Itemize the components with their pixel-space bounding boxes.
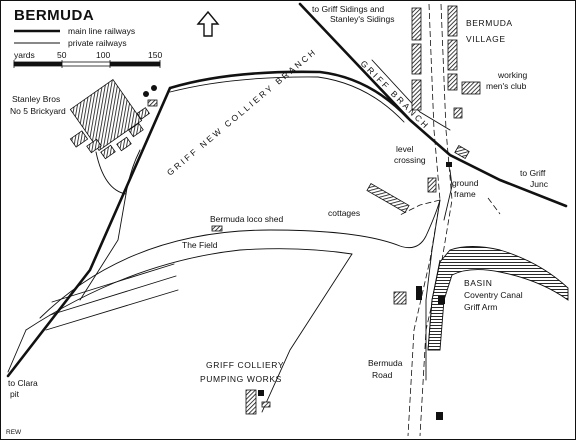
brickyard-kiln <box>69 79 143 151</box>
village-house-6 <box>447 73 458 91</box>
brickyard-shed-2 <box>86 138 102 154</box>
field-siding-1 <box>51 263 175 303</box>
label-clara-line2: pit <box>10 389 20 399</box>
legend-private-label: private railways <box>68 38 127 48</box>
label-brickyard-line1: Stanley Bros <box>12 94 60 104</box>
label-brickyard-line2: No 5 Brickyard <box>10 106 66 116</box>
griff-branch-line <box>298 2 568 208</box>
basin-building <box>438 296 445 304</box>
label-the-field: The Field <box>182 240 218 250</box>
pumping-works-hut <box>258 390 264 396</box>
brickyard-spur <box>79 193 127 301</box>
field-siding-2 <box>49 275 177 316</box>
ground-frame-hut <box>446 162 452 167</box>
legend-main-line-label: main line railways <box>68 26 135 36</box>
village-house-5 <box>447 39 458 71</box>
north-arrow-icon <box>196 10 220 37</box>
griff-new-colliery-branch-line <box>6 70 410 378</box>
main-line-railways <box>6 2 568 378</box>
label-griff-junc-line1: to Griff <box>520 168 546 178</box>
working-mens-club-building <box>461 81 481 95</box>
road-building-2 <box>416 286 422 300</box>
label-cottages: cottages <box>328 208 360 218</box>
brickyard-chimney-1 <box>143 91 149 97</box>
brickyard-shed-5 <box>128 122 144 138</box>
label-ground-line2: frame <box>454 189 476 199</box>
field-track-2 <box>25 248 353 331</box>
village-house-4 <box>447 5 458 37</box>
map-credit: REW <box>6 429 22 436</box>
private-sidings-track <box>371 59 451 131</box>
basin-track <box>425 199 441 381</box>
canal-west-edge <box>427 259 441 351</box>
side-lane <box>399 199 441 216</box>
clara-private-track <box>7 329 27 373</box>
label-pumping-line2: PUMPING WORKS <box>200 374 282 384</box>
scale-tick-50: 50 <box>57 50 67 60</box>
brickyard-shed-4 <box>116 136 132 152</box>
canal-basin <box>427 246 569 351</box>
label-loco-shed: Bermuda loco shed <box>210 214 284 224</box>
label-griff-sidings-line2: Stanley's Sidings <box>330 14 394 24</box>
cottage-small <box>427 177 437 193</box>
road-building-1 <box>393 291 407 305</box>
label-griff-sidings-line1: to Griff Sidings and <box>312 4 384 14</box>
label-bermuda-road-line1: Bermuda <box>368 358 403 368</box>
pumping-works-main <box>245 389 257 415</box>
scale-tick-100: 100 <box>96 50 110 60</box>
label-clara-line1: to Clara <box>8 378 38 388</box>
village-house-3 <box>411 79 422 111</box>
label-griff-new-colliery-branch: GRIFF NEW COLLIERY BRANCH <box>165 46 319 177</box>
label-level-line2: crossing <box>394 155 426 165</box>
label-canal-line1: Coventry Canal <box>464 290 523 300</box>
label-bermuda-road-line2: Road <box>372 370 393 380</box>
map-labels: to Griff Sidings and Stanley's Sidings B… <box>6 4 549 436</box>
south-building <box>436 412 443 420</box>
scale-bar <box>13 60 161 68</box>
label-club-line2: men's club <box>486 81 527 91</box>
brickyard-shed-1 <box>69 130 89 148</box>
label-basin: BASIN <box>464 278 493 288</box>
label-pumping-line1: GRIFF COLLIERY <box>206 360 284 370</box>
cottages-building <box>366 182 410 214</box>
pumping-works-shed <box>261 401 271 408</box>
brickyard-chimney-2 <box>151 85 157 91</box>
label-griff-junc-line2: Junc <box>530 179 549 189</box>
label-village-line2: VILLAGE <box>466 34 506 44</box>
loco-shed-building <box>211 225 223 232</box>
junction-lane <box>487 197 501 215</box>
village-house-2 <box>411 43 422 75</box>
buildings <box>69 5 481 420</box>
label-ground-line1: ground <box>452 178 479 188</box>
legend: main line railways private railways yard… <box>13 26 162 68</box>
pumping-works-track <box>261 253 353 413</box>
private-railways <box>7 59 453 413</box>
ground-frame-track <box>443 169 453 221</box>
label-club-line1: working <box>497 70 528 80</box>
label-canal-line2: Griff Arm <box>464 302 497 312</box>
field-siding-3 <box>45 289 179 331</box>
scale-unit: yards <box>14 50 35 60</box>
village-house-7 <box>453 107 463 119</box>
brickyard-shed-3 <box>100 144 116 160</box>
scale-tick-150: 150 <box>148 50 162 60</box>
label-level-line1: level <box>396 144 414 154</box>
field-curve-track <box>39 199 441 319</box>
bermuda-road-east-edge <box>419 3 453 437</box>
level-crossing-hut <box>454 144 470 160</box>
village-house-1 <box>411 7 422 41</box>
label-village-line1: BERMUDA <box>466 18 513 28</box>
brickyard-shed-6 <box>136 107 150 120</box>
canal-water <box>427 246 569 351</box>
private-parallel-track <box>169 76 405 123</box>
map-title: BERMUDA <box>14 7 94 24</box>
brickyard-shed-7 <box>147 99 158 107</box>
